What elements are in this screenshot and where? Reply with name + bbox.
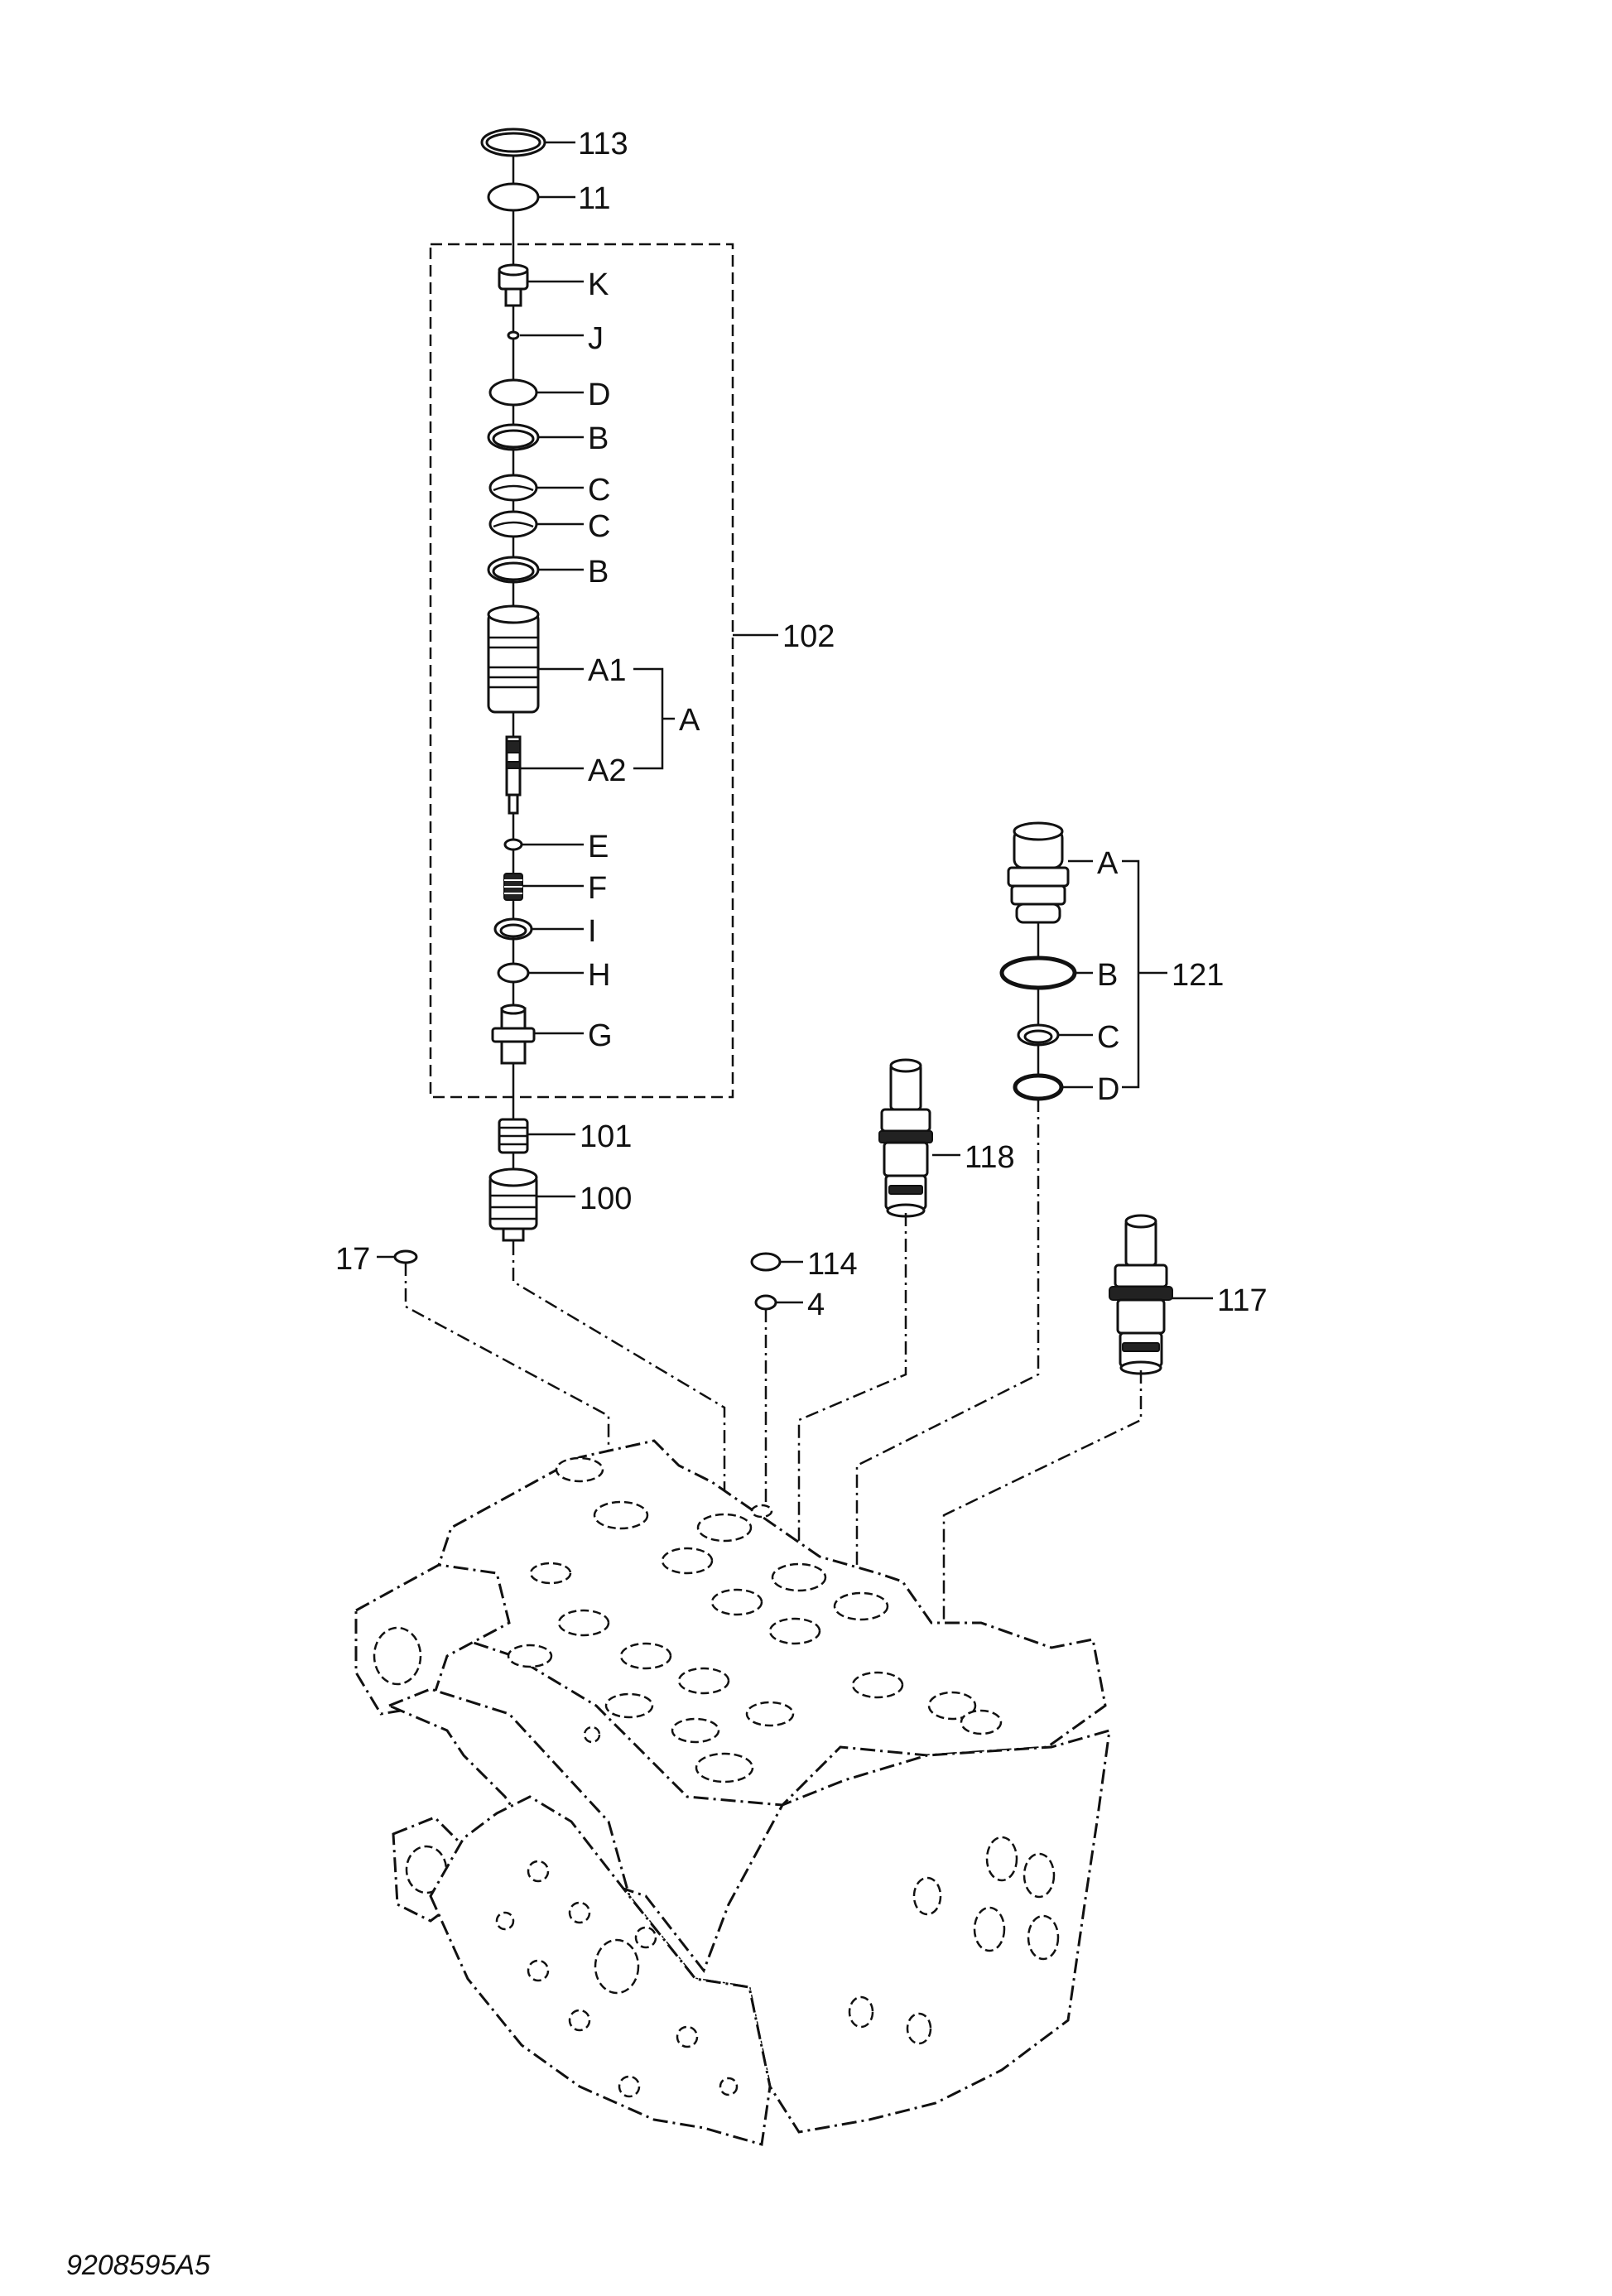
label-G: G bbox=[588, 1018, 613, 1053]
label-A: A bbox=[679, 703, 700, 738]
figure-number: 9208595A5 bbox=[66, 2250, 210, 2281]
part-17-plug bbox=[393, 1249, 418, 1264]
label-100: 100 bbox=[580, 1182, 632, 1216]
part-100-sleeve bbox=[488, 1167, 538, 1242]
label-121-C: C bbox=[1097, 1020, 1119, 1055]
label-121-D: D bbox=[1097, 1072, 1119, 1107]
part-121-A-cap bbox=[1007, 821, 1070, 924]
label-I: I bbox=[588, 914, 597, 949]
part-I-ring bbox=[493, 917, 533, 941]
part-C-ring-lower bbox=[488, 510, 538, 538]
bracket-121 bbox=[1122, 859, 1140, 1089]
part-D-ring bbox=[488, 378, 538, 407]
part-117-valve bbox=[1109, 1214, 1173, 1375]
label-C-upper: C bbox=[588, 473, 610, 508]
label-121-A: A bbox=[1097, 846, 1119, 881]
label-B-upper: B bbox=[588, 421, 609, 456]
part-F-spring bbox=[503, 873, 523, 901]
control-valve-body bbox=[354, 1439, 1111, 2146]
bracket-A bbox=[633, 667, 664, 770]
part-A2-spool bbox=[505, 735, 522, 815]
label-A2: A2 bbox=[588, 753, 626, 788]
label-114: 114 bbox=[807, 1247, 858, 1282]
label-C-lower: C bbox=[588, 509, 610, 544]
part-E-ring bbox=[503, 838, 523, 851]
part-121-D-oring bbox=[1013, 1073, 1064, 1101]
label-17: 17 bbox=[335, 1242, 370, 1277]
label-102: 102 bbox=[782, 619, 835, 654]
part-H-ring bbox=[497, 962, 530, 984]
label-E: E bbox=[588, 830, 609, 864]
part-4-ring bbox=[754, 1294, 777, 1311]
part-114-ring bbox=[750, 1252, 782, 1272]
part-G-fitting bbox=[491, 1004, 536, 1065]
part-101-spring bbox=[498, 1118, 529, 1154]
label-101: 101 bbox=[580, 1119, 632, 1154]
part-121-B-oring bbox=[999, 955, 1077, 990]
label-B-lower: B bbox=[588, 555, 609, 590]
label-118: 118 bbox=[965, 1140, 1015, 1175]
part-11-oring bbox=[487, 182, 540, 212]
label-121-B: B bbox=[1097, 958, 1118, 993]
part-B-ring-upper bbox=[487, 423, 540, 451]
part-121-C-ring bbox=[1017, 1023, 1060, 1047]
part-113-ring bbox=[480, 128, 546, 157]
label-D: D bbox=[588, 378, 610, 412]
label-121: 121 bbox=[1172, 958, 1224, 993]
label-K: K bbox=[588, 267, 609, 302]
label-H: H bbox=[588, 958, 610, 993]
part-B-ring-lower bbox=[487, 556, 540, 584]
part-C-ring-upper bbox=[488, 474, 538, 502]
assembly-102-box bbox=[429, 243, 734, 1099]
part-K-plug bbox=[498, 263, 529, 307]
label-J: J bbox=[588, 321, 604, 356]
label-117: 117 bbox=[1217, 1283, 1268, 1318]
label-113: 113 bbox=[578, 127, 628, 161]
part-118-valve bbox=[878, 1058, 933, 1218]
part-J-ring bbox=[507, 330, 520, 340]
label-11: 11 bbox=[578, 181, 610, 216]
label-F: F bbox=[588, 871, 607, 906]
part-A1-cartridge bbox=[487, 604, 540, 714]
label-4: 4 bbox=[807, 1288, 825, 1322]
label-A1: A1 bbox=[588, 653, 626, 688]
